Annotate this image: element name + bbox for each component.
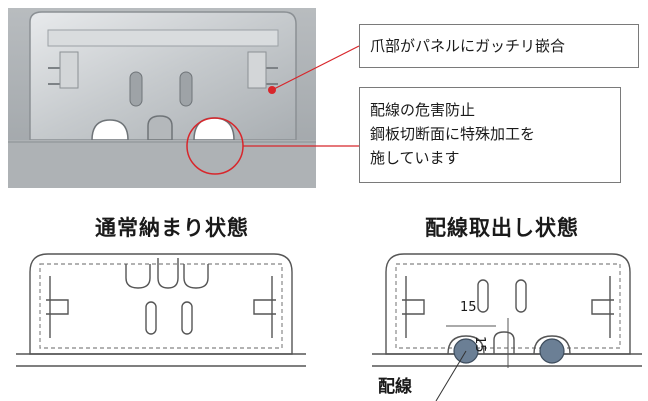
- callout-claw-fit-text: 爪部がパネルにガッチリ嵌合: [370, 37, 566, 55]
- dimension-horizontal: 15: [460, 300, 477, 315]
- drawing-stored-state: [16, 253, 306, 367]
- wiring-label: 配線: [378, 377, 412, 397]
- heading-stored-state: 通常納まり状態: [95, 216, 249, 240]
- callout-wiring-line3: 施しています: [370, 149, 460, 167]
- heading-wiring-out-state: 配線取出し状態: [425, 216, 579, 240]
- drawing-wiring-out-state: [372, 253, 642, 401]
- bracket-photo: [8, 8, 316, 188]
- callout-wiring-line2: 鋼板切断面に特殊加工を: [370, 125, 536, 143]
- dimension-vertical: 15: [472, 336, 487, 353]
- callout-wiring-protection: 配線の危害防止 鋼板切断面に特殊加工を 施しています: [359, 87, 621, 183]
- callout-wiring-line1: 配線の危害防止: [370, 101, 476, 119]
- callout-claw-fit: 爪部がパネルにガッチリ嵌合: [359, 24, 639, 68]
